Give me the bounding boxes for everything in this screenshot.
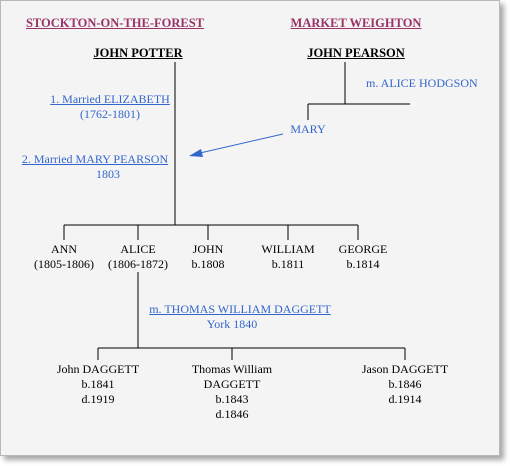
grandchild-line: b.1843 bbox=[215, 392, 249, 406]
grandchild-line: DAGGETT bbox=[203, 377, 261, 391]
marriage2-link[interactable]: 2. Married MARY PEARSON bbox=[21, 152, 169, 166]
mary-arrow-head bbox=[189, 149, 203, 157]
child-dates: (1806-1872) bbox=[108, 257, 168, 271]
marriage1-link[interactable]: 1. Married ELIZABETH bbox=[50, 92, 170, 106]
marriage2-year: 1803 bbox=[96, 167, 120, 181]
alice-marriage-link[interactable]: m. THOMAS WILLIAM DAGGETT bbox=[149, 302, 331, 316]
child-name: ALICE bbox=[120, 242, 156, 256]
marriage1-dates: (1762-1801) bbox=[80, 107, 140, 121]
grandchild-line: b.1841 bbox=[81, 377, 115, 391]
diagram-panel bbox=[0, 0, 500, 456]
grandchild-line: d.1846 bbox=[215, 407, 249, 421]
grandchild-line: d.1914 bbox=[388, 392, 422, 406]
child-name: ANN bbox=[51, 242, 77, 256]
grandchild-line: Thomas William bbox=[191, 362, 273, 376]
alice-marriage-place: York 1840 bbox=[206, 317, 258, 331]
child-dates: (1805-1806) bbox=[34, 257, 94, 271]
child-dates: b.1808 bbox=[191, 257, 225, 271]
child-name: JOHN bbox=[192, 242, 224, 256]
person-mary: MARY bbox=[290, 122, 326, 136]
child-dates: b.1814 bbox=[346, 257, 380, 271]
child-name: GEORGE bbox=[338, 242, 388, 256]
grandchild-line: d.1919 bbox=[81, 392, 115, 406]
place-market-weighton: MARKET WEIGHTON bbox=[290, 16, 422, 30]
child-dates: b.1811 bbox=[271, 257, 305, 271]
child-name: WILLIAM bbox=[261, 242, 315, 256]
grandchild-line: Jason DAGGETT bbox=[361, 362, 449, 376]
grandchild-line: John DAGGETT bbox=[56, 362, 140, 376]
grandchild-line: b.1846 bbox=[388, 377, 422, 391]
pearson-marriage-label: m. ALICE HODGSON bbox=[366, 76, 478, 90]
person-john-pearson: JOHN PEARSON bbox=[307, 46, 405, 60]
place-stockton: STOCKTON-ON-THE-FOREST bbox=[25, 16, 205, 30]
person-john-potter: JOHN POTTER bbox=[93, 46, 183, 60]
mary-arrow-line bbox=[199, 133, 284, 154]
